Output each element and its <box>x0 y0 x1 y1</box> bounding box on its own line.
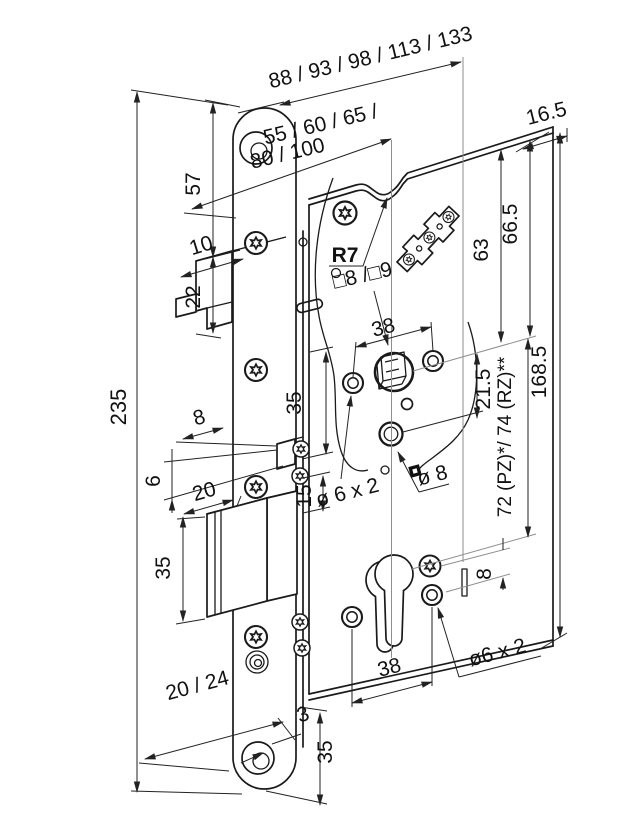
screw-icon <box>291 467 309 485</box>
ext-aux-dims <box>163 441 284 501</box>
brand-mark: R7 <box>329 197 388 267</box>
leader-fix-holes-mid <box>340 395 353 480</box>
dimension-lines <box>133 61 568 806</box>
label-fix-holes-bottom: ø6 x 2 <box>466 634 528 671</box>
plate-hole <box>415 245 423 252</box>
dim-top-offset: 16.5 <box>524 98 569 130</box>
deadbolt-lamination-lines <box>214 510 222 615</box>
latch-trigger <box>175 293 197 318</box>
leader-fix-holes-bottom <box>438 608 542 678</box>
screw-icon <box>243 230 269 256</box>
ext-cylinder-center <box>411 533 537 570</box>
dim-20: 20 <box>190 477 219 506</box>
dim-15: 15 <box>293 484 316 507</box>
dim-2024: 20 / 24 <box>163 666 231 705</box>
square-hole <box>408 464 422 478</box>
dim-6: 6 <box>142 475 165 487</box>
dim-35-bottom: 35 <box>314 740 337 763</box>
edge-tab <box>461 568 468 597</box>
dim-overall-depth: 88 / 93 / 98 / 113 / 133 <box>266 22 474 93</box>
mechanism-curve-left <box>314 177 369 472</box>
bushing <box>245 650 269 674</box>
dim-line-38-top <box>355 326 432 348</box>
faceplate-outline <box>232 107 297 790</box>
cylinder-hole <box>365 554 414 653</box>
mechanism-curve-right <box>414 321 478 475</box>
screw-icon <box>243 624 269 650</box>
auxiliary-bolt <box>276 436 304 470</box>
small-hole <box>400 397 414 411</box>
dim-665: 66.5 <box>499 204 522 245</box>
dim-215: 21.5 <box>472 369 495 410</box>
dim-line-2024 <box>144 721 284 760</box>
fixing-hole <box>420 583 444 607</box>
dim-8-right: 8 <box>473 568 496 580</box>
screw-icon <box>332 200 358 226</box>
hub-square-hole <box>376 351 407 390</box>
screw-icon <box>243 357 269 383</box>
logo-text: R7 <box>332 244 359 267</box>
dim-235: 235 <box>106 389 131 426</box>
dim-line-3 <box>240 733 302 763</box>
dim-72-74: 72 (PZ)*/ 74 (RZ)** <box>495 356 516 517</box>
dim-22: 22 <box>182 285 205 308</box>
dim-1685: 168.5 <box>528 346 551 399</box>
ext-latch-dims <box>195 99 241 339</box>
label-fix-holes-mid: ø 6 x 2 <box>313 474 381 512</box>
tiny-hole <box>330 267 342 279</box>
tiny-hole <box>380 465 390 475</box>
deadbolt <box>206 490 298 618</box>
case-top-edge-inner <box>308 132 554 206</box>
dim-line-8-left <box>182 427 224 440</box>
ext-215 <box>402 410 484 433</box>
dim-35-deadbolt: 35 <box>152 556 175 579</box>
dim-38-top: 38 <box>369 314 398 342</box>
leader-spindle <box>373 290 389 346</box>
dim-line-38-bottom <box>351 681 433 704</box>
spindle-hub <box>373 351 415 393</box>
case-top-edge-outer <box>308 126 554 200</box>
dim-8-left: 8 <box>190 405 208 430</box>
case-bottom-edge <box>308 639 554 701</box>
serrated-plate <box>396 205 460 273</box>
dim-57: 57 <box>182 172 205 195</box>
tiny-hole <box>298 237 308 247</box>
aux-bolt-depth <box>294 436 304 440</box>
dim-line-20 <box>183 499 234 515</box>
dim-35-mid: 35 <box>283 391 306 414</box>
dim-10: 10 <box>187 231 216 260</box>
screw-icon <box>293 639 311 657</box>
dim-line-overall <box>279 61 462 106</box>
plate-hole <box>436 223 443 230</box>
aux-bolt-face <box>276 438 296 470</box>
dim-63: 63 <box>470 238 493 261</box>
faceplate <box>232 107 297 790</box>
screw-icon <box>292 440 310 458</box>
cylinder-profile-front <box>374 554 414 647</box>
logo-leader-line <box>329 197 388 267</box>
dimension-labels: 88 / 93 / 98 / 113 / 133 55 / 60 / 65 / … <box>106 22 569 764</box>
fixing-hole <box>340 605 364 629</box>
oblong-slot <box>296 298 324 314</box>
screw-icon <box>291 613 309 631</box>
fixing-hole <box>421 349 445 373</box>
label-center-hole: ø 8 <box>415 461 450 491</box>
dim-line-backset <box>191 138 392 210</box>
screw-icon <box>243 474 269 500</box>
ext-35-mid <box>301 346 334 460</box>
deadbolt-front-face <box>206 497 268 618</box>
extension-lines <box>130 57 568 805</box>
dim-38-bottom: 38 <box>375 654 404 682</box>
leader-center-hole <box>398 452 450 493</box>
